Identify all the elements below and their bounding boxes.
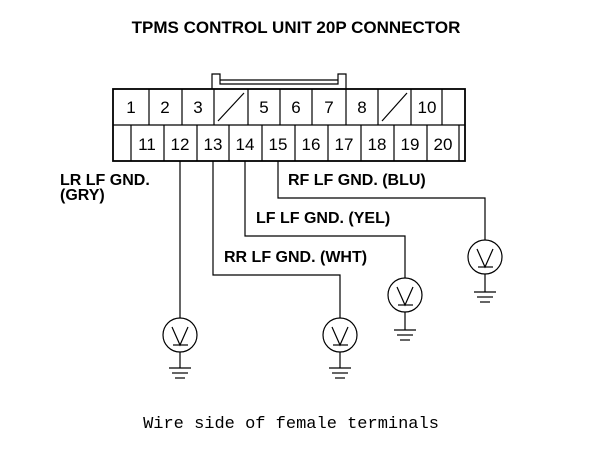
pin-15: 15 [269, 135, 288, 154]
empty-cavity-9 [381, 92, 408, 122]
wire-label-lf: LF LF GND. (YEL) [256, 210, 390, 227]
pin-16: 16 [302, 135, 321, 154]
bottom-row-pins: 11 12 13 14 15 16 17 18 19 20 [138, 135, 452, 154]
pin-18: 18 [368, 135, 387, 154]
ground-icon [394, 312, 416, 341]
voltmeter-icon [162, 317, 198, 353]
wire-rr-lf-gnd: RR LF GND. (WHT) [212, 161, 367, 379]
pin-14: 14 [236, 135, 255, 154]
wire-lr-lf-gnd: LR LF GND. (GRY) [60, 161, 198, 379]
pin-13: 13 [204, 135, 223, 154]
pin-5: 5 [259, 98, 268, 117]
wire-label-lr: LR LF GND. [60, 172, 150, 189]
voltmeter-icon [467, 239, 503, 275]
pin-1: 1 [126, 98, 135, 117]
top-row-pins: 1 2 3 5 6 7 8 10 [126, 98, 436, 117]
wire-lf-lf-gnd: LF LF GND. (YEL) [244, 161, 423, 341]
pin-10: 10 [418, 98, 437, 117]
pin-20: 20 [434, 135, 453, 154]
pin-12: 12 [171, 135, 190, 154]
pin-3: 3 [193, 98, 202, 117]
wire-rf-lf-gnd: RF LF GND. (BLU) [277, 161, 503, 303]
wire-label-lr-color: (GRY) [60, 187, 105, 204]
bottom-row-dividers [130, 125, 460, 161]
wire-label-rf: RF LF GND. (BLU) [288, 172, 426, 189]
wire-label-rr: RR LF GND. (WHT) [224, 249, 367, 266]
pin-2: 2 [160, 98, 169, 117]
ground-icon [329, 352, 351, 379]
empty-cavity-4 [217, 92, 245, 122]
voltmeter-icon [322, 317, 358, 353]
pin-11: 11 [138, 135, 156, 154]
diagram-title: TPMS CONTROL UNIT 20P CONNECTOR [132, 18, 461, 37]
pin-8: 8 [357, 98, 366, 117]
pin-17: 17 [335, 135, 354, 154]
pin-19: 19 [401, 135, 420, 154]
ground-icon [474, 274, 496, 303]
pin-6: 6 [291, 98, 300, 117]
connector-lock-tab [211, 73, 347, 89]
connector-20p: 1 2 3 5 6 7 8 10 11 12 13 14 15 16 17 18… [112, 73, 466, 162]
pin-7: 7 [324, 98, 333, 117]
diagram-caption: Wire side of female terminals [143, 415, 439, 434]
top-row-dividers [148, 89, 443, 125]
voltmeter-icon [387, 277, 423, 313]
ground-icon [169, 352, 191, 379]
